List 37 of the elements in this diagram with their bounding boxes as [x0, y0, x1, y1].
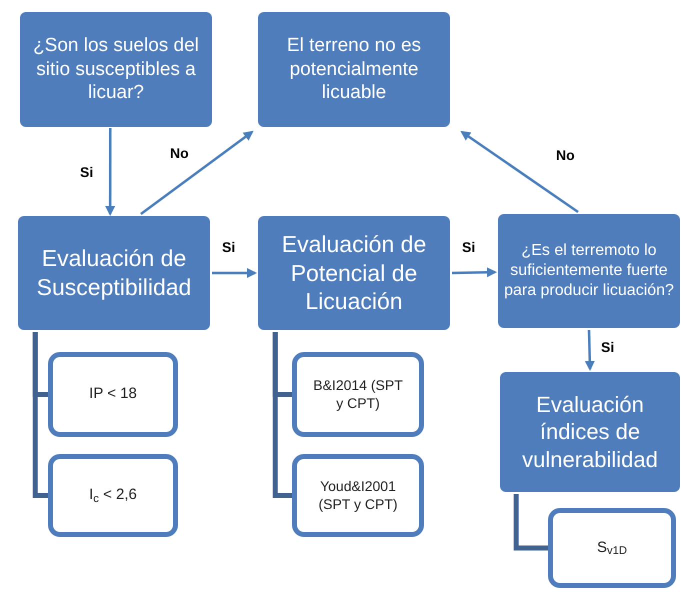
arrow [212, 268, 257, 278]
node-text: IP < 18 [89, 385, 137, 404]
edge-label: No [556, 148, 575, 162]
process-box [258, 216, 450, 330]
process-box [500, 372, 680, 492]
criterion-box [48, 352, 178, 437]
criterion-box [292, 454, 424, 537]
node-text: Evaluación de Potencial de Licuación [280, 230, 428, 316]
edge-label: Si [222, 240, 236, 254]
criterion-box [548, 508, 676, 588]
connector-line [272, 332, 292, 498]
arrow [452, 267, 497, 278]
criterion-box [48, 454, 178, 537]
process-box [18, 216, 210, 330]
arrow [584, 330, 595, 371]
process-box [498, 214, 680, 328]
node-text: S$_{v1D}$ [596, 538, 628, 558]
criterion-box [292, 352, 424, 437]
node-text: Evaluación de Susceptibilidad [36, 244, 192, 302]
node-text: ¿Son los suelos del sitio susceptibles a licuar? [32, 34, 200, 106]
node-text: B&I2014 (SPT y CPT) [312, 377, 404, 412]
node-text: Youd&I2001 (SPT y CPT) [317, 478, 399, 513]
node-text: I$_{c}$ < 2,6 [89, 486, 137, 505]
node-text: El terreno no es potencialmente licuable [286, 34, 422, 106]
process-box [20, 12, 212, 127]
edge-label: Si [80, 165, 94, 179]
arrow [460, 130, 579, 214]
arrow [140, 130, 254, 215]
edge-label: No [170, 146, 189, 160]
node-text: ¿Es el terremoto lo suficientemente fuerte para producir licuación? [503, 241, 675, 301]
connector-line [514, 494, 548, 550]
node-text: Evaluación índices de vulnerabilidad [521, 390, 659, 474]
edge-label: Si [601, 340, 614, 354]
edge-label: Si [462, 240, 476, 254]
arrow [105, 128, 116, 216]
process-box [258, 12, 450, 127]
connector-line [32, 332, 48, 498]
